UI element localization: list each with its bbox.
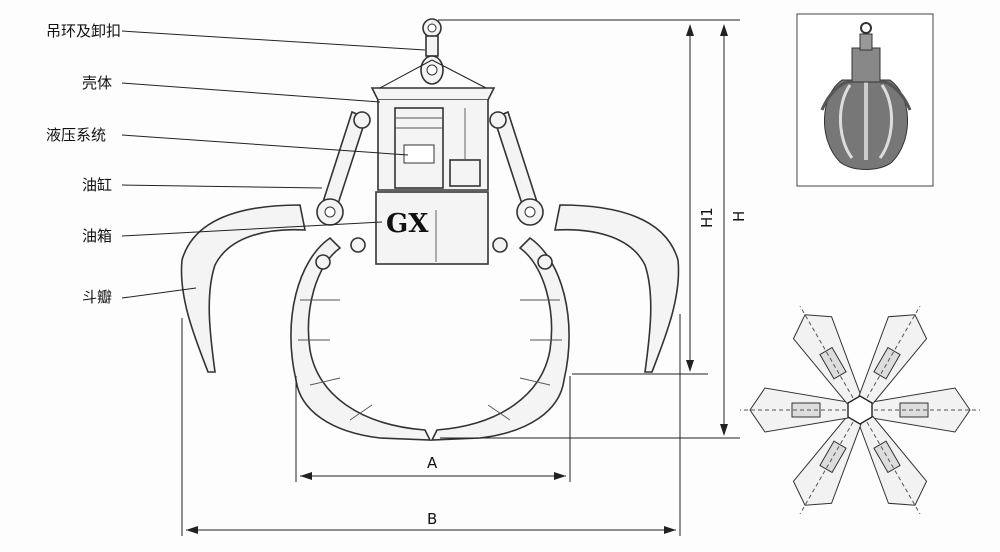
label-cylinder: 油缸 — [82, 176, 112, 194]
pivot-right — [492, 237, 508, 253]
callouts: 吊环及卸扣 壳体 液压系统 油缸 油箱 斗瓣 — [46, 22, 426, 306]
hydraulic-cylinders — [316, 110, 544, 226]
bucket-petal-left — [180, 204, 432, 441]
grab-front-view: GX — [180, 18, 680, 441]
label-hydraulic-system: 液压系统 — [46, 126, 106, 144]
photo-inset — [796, 13, 934, 187]
pivot-right-low — [537, 254, 553, 270]
bucket-petal-right — [430, 204, 680, 441]
dim-a-label: A — [427, 454, 438, 472]
lifting-ring — [420, 18, 444, 85]
pivot-left — [350, 237, 366, 253]
dim-h-label: H — [730, 211, 748, 222]
housing — [377, 100, 489, 191]
label-housing: 壳体 — [82, 74, 112, 92]
top-view — [740, 305, 980, 515]
dim-b-label: B — [427, 510, 437, 528]
label-oil-tank: 油箱 — [82, 227, 112, 245]
photo-grab-image — [820, 22, 912, 170]
dim-h1-label: H1 — [698, 207, 716, 228]
dimensions: A B H1 H — [181, 19, 748, 536]
pivot-left-low — [315, 254, 331, 270]
gx-logo: GX — [386, 209, 429, 239]
label-lifting-ring: 吊环及卸扣 — [46, 22, 121, 40]
top-frame — [370, 59, 496, 101]
label-bucket-petal: 斗瓣 — [82, 288, 112, 306]
oil-tank: GX — [375, 191, 489, 265]
